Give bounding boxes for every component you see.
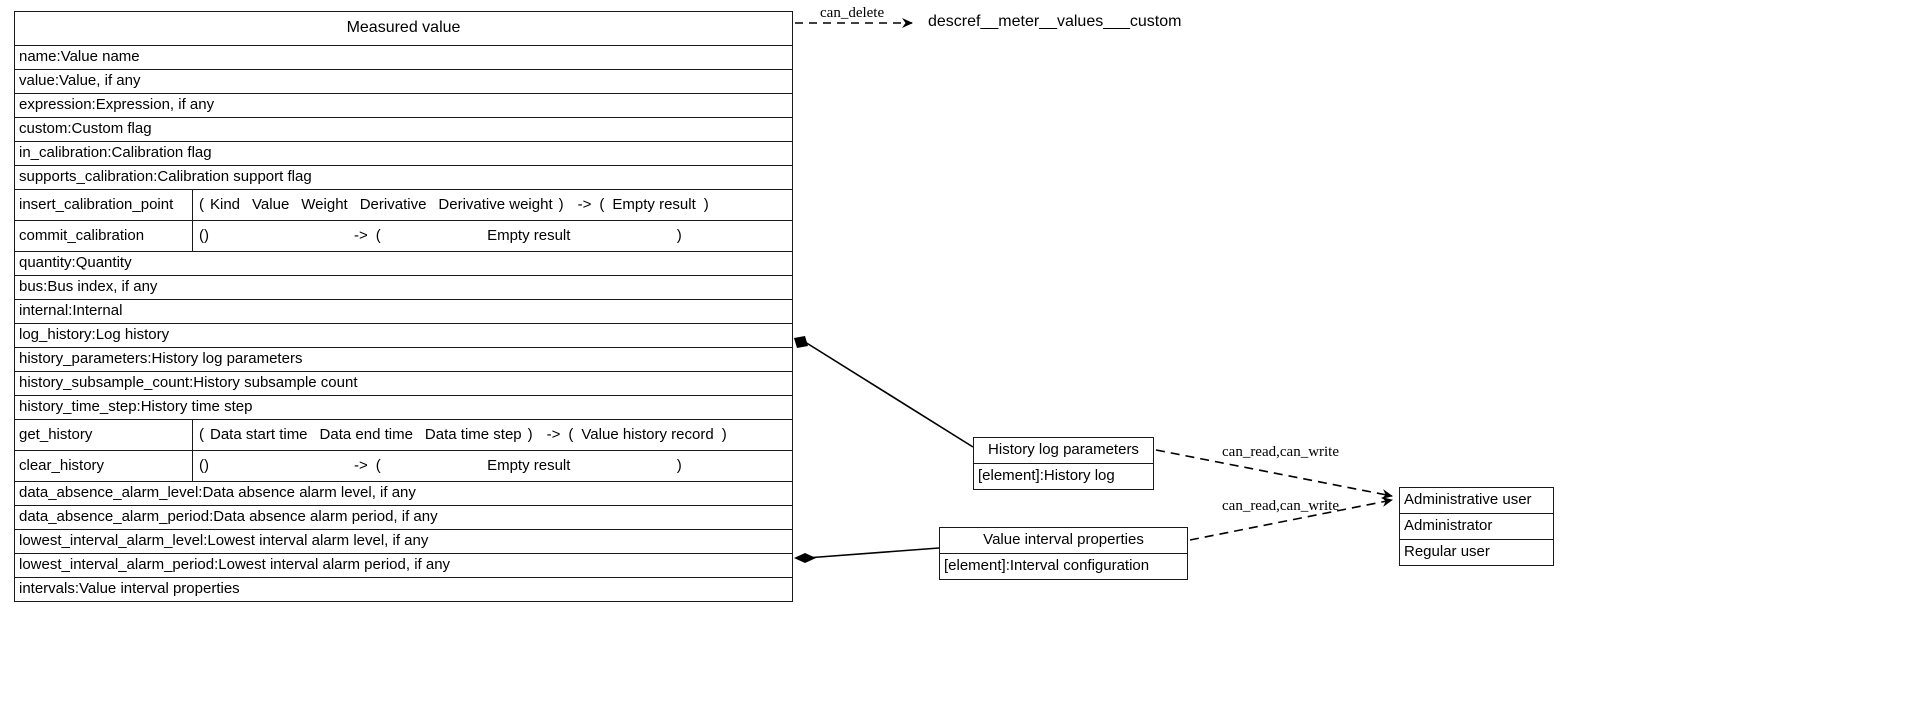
attribute-row: data_absence_alarm_level:Data absence al… [15,482,792,506]
method-name: get_history [15,420,193,450]
signature-arg: Value [252,196,290,213]
signature-close-paren: ) [204,457,209,474]
signature-return-type: Empty result [612,196,696,213]
enum-value-row: Administrator [1400,514,1553,540]
edge-label-can-read-can-write: can_read,can_write [1222,498,1340,514]
attribute-row: quantity:Quantity [15,252,792,276]
signature-args: Kind Value Weight Derivative Derivative … [204,196,559,214]
signature-open-paren: ( [199,196,204,213]
signature-open-paren: ( [199,426,204,443]
signature-arrow: -> [354,227,368,244]
signature-return-close-paren: ) [703,196,709,213]
class-title-history-log-parameters: History log parameters [974,438,1153,464]
attribute-row: expression:Expression, if any [15,94,792,118]
signature-arg: Data start time [210,426,308,443]
enum-value-row: Regular user [1404,543,1490,560]
signature-return-type: Empty result [487,227,571,244]
signature-args: Data start time Data end time Data time … [204,426,528,444]
signature-arg: Derivative [359,196,427,213]
method-row: get_history ( Data start time Data end t… [15,420,792,451]
attribute-row: intervals:Value interval properties [19,580,240,597]
class-box-value-interval-properties: Value interval properties [element]:Inte… [939,527,1188,580]
signature-close-paren: ) [527,426,533,443]
signature-return-open-paren: ( [375,457,381,474]
attribute-row: name:Value name [15,46,792,70]
signature-return-close-paren: ) [721,426,727,443]
attribute-row: data_absence_alarm_period:Data absence a… [15,506,792,530]
edge-target-descref-meter-values-custom: descref__meter__values___custom [928,13,1182,30]
attribute-row: history_subsample_count:History subsampl… [15,372,792,396]
method-signature: ( Kind Value Weight Derivative Derivativ… [193,190,792,220]
attribute-row: history_parameters:History log parameter… [15,348,792,372]
attribute-row: history_time_step:History time step [15,396,792,420]
edge-label-can-delete: can_delete [820,5,885,21]
signature-return-open-paren: ( [568,426,574,443]
edge-interval-composition [794,547,940,563]
attribute-row: lowest_interval_alarm_period:Lowest inte… [15,554,792,578]
method-name: insert_calibration_point [15,190,193,220]
attribute-row: lowest_interval_alarm_level:Lowest inter… [15,530,792,554]
signature-return-type: Value history record [581,426,714,443]
attribute-row: [element]:Interval configuration [944,557,1150,574]
method-signature: ( Data start time Data end time Data tim… [193,420,792,450]
attribute-row: log_history:Log history [15,324,792,348]
method-signature: ( ) -> ( Empty result ) [193,221,792,251]
method-row: commit_calibration ( ) -> ( Empty result… [15,221,792,252]
class-box-history-log-parameters: History log parameters [element]:History… [973,437,1154,490]
signature-return-close-paren: ) [676,457,682,474]
class-title-value-interval-properties: Value interval properties [940,528,1187,554]
method-signature: ( ) -> ( Empty result ) [193,451,792,481]
signature-open-paren: ( [199,457,204,474]
class-title-administrative-user: Administrative user [1400,488,1553,514]
class-box-administrative-user: Administrative user Administrator Regula… [1399,487,1554,566]
signature-return-open-paren: ( [599,196,605,213]
signature-open-paren: ( [199,227,204,244]
signature-arg: Data end time [319,426,413,443]
attribute-row: value:Value, if any [15,70,792,94]
signature-return-close-paren: ) [676,227,682,244]
attribute-row: [element]:History log [978,467,1115,484]
edge-history-composition [794,336,974,448]
edge-label-can-read-can-write: can_read,can_write [1222,444,1340,460]
method-row: clear_history ( ) -> ( Empty result ) [15,451,792,482]
class-title-measured-value: Measured value [15,12,792,46]
signature-arg: Weight [301,196,348,213]
attribute-row: bus:Bus index, if any [15,276,792,300]
method-name: commit_calibration [15,221,193,251]
signature-arrow: -> [577,196,592,213]
signature-arrow: -> [354,457,368,474]
signature-arg: Kind [210,196,241,213]
signature-arg: Data time step [424,426,522,443]
attribute-row: supports_calibration:Calibration support… [15,166,792,190]
signature-arg: Derivative weight [438,196,553,213]
attribute-row: in_calibration:Calibration flag [15,142,792,166]
class-box-measured-value: Measured value name:Value name value:Val… [14,11,793,602]
method-name: clear_history [15,451,193,481]
signature-close-paren: ) [204,227,209,244]
signature-return-type: Empty result [487,457,571,474]
attribute-row: custom:Custom flag [15,118,792,142]
signature-close-paren: ) [558,196,564,213]
attribute-row: internal:Internal [15,300,792,324]
signature-arrow: -> [546,426,561,443]
signature-return-open-paren: ( [375,227,381,244]
method-row: insert_calibration_point ( Kind Value We… [15,190,792,221]
